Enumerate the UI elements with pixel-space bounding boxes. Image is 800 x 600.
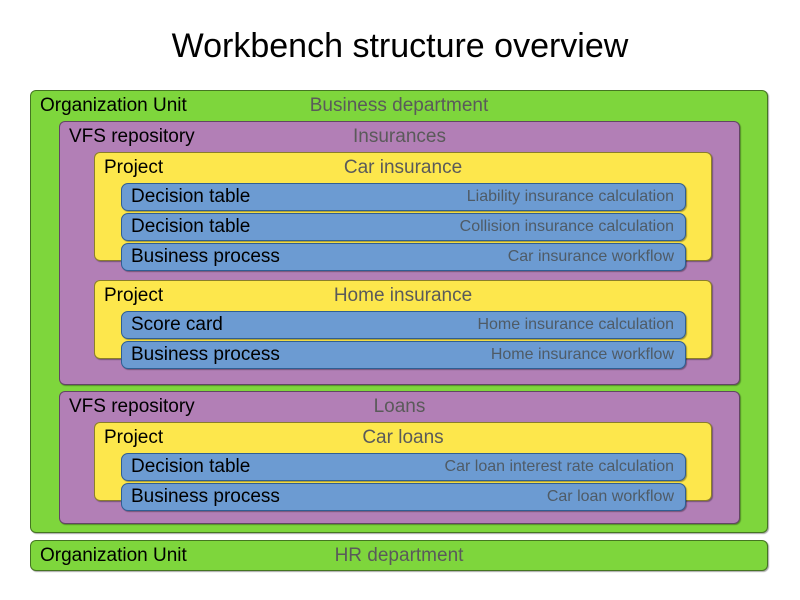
asset-type-label: Decision table xyxy=(131,186,251,207)
asset-type-label: Business process xyxy=(131,486,280,507)
project-name-label: Car loans xyxy=(362,427,444,448)
asset-row[interactable]: Score card Home insurance calculation xyxy=(121,311,686,339)
vfs-type-label: VFS repository xyxy=(69,126,195,147)
project-car-loans-header: Project Car loans xyxy=(95,423,711,453)
asset-type-label: Business process xyxy=(131,344,280,365)
project-car-loans[interactable]: Project Car loans Decision table Car loa… xyxy=(94,422,712,511)
project-type-label: Project xyxy=(104,285,164,306)
project-car-insurance-header: Project Car insurance xyxy=(95,153,711,183)
asset-row[interactable]: Decision table Collision insurance calcu… xyxy=(121,213,686,241)
org-unit-type-label: Organization Unit xyxy=(40,545,187,566)
page-title: Workbench structure overview xyxy=(171,27,629,65)
vfs-type-label: VFS repository xyxy=(69,396,195,417)
asset-type-label: Business process xyxy=(131,246,280,267)
asset-row[interactable]: Decision table Liability insurance calcu… xyxy=(121,183,686,211)
asset-type-label: Decision table xyxy=(131,216,251,237)
vfs-loans-header: VFS repository Loans xyxy=(60,392,739,422)
org-unit-type-label: Organization Unit xyxy=(40,95,187,116)
project-name-label: Home insurance xyxy=(333,285,473,306)
project-home-insurance[interactable]: Project Home insurance Score card Home i… xyxy=(94,280,712,369)
project-type-label: Project xyxy=(104,427,164,448)
asset-type-label: Score card xyxy=(131,314,223,335)
asset-row[interactable]: Business process Home insurance workflow xyxy=(121,341,686,369)
project-name-label: Car insurance xyxy=(343,157,463,178)
project-home-insurance-header: Project Home insurance xyxy=(95,281,711,311)
vfs-repository-insurances[interactable]: VFS repository Insurances Project Car in… xyxy=(59,121,740,385)
asset-row[interactable]: Business process Car insurance workflow xyxy=(121,243,686,271)
org-unit-business-header: Organization Unit Business department xyxy=(31,91,767,121)
asset-row[interactable]: Business process Car loan workflow xyxy=(121,483,686,511)
vfs-insurances-header: VFS repository Insurances xyxy=(60,122,739,152)
asset-type-label: Decision table xyxy=(131,456,251,477)
project-car-insurance[interactable]: Project Car insurance Decision table Lia… xyxy=(94,152,712,271)
org-unit-hr-department[interactable]: Organization Unit HR department xyxy=(30,540,768,571)
org-unit-hr-header: Organization Unit HR department xyxy=(31,541,767,570)
project-type-label: Project xyxy=(104,157,164,178)
asset-row[interactable]: Decision table Car loan interest rate ca… xyxy=(121,453,686,481)
org-unit-business-department[interactable]: Organization Unit Business department VF… xyxy=(30,90,768,533)
vfs-repository-loans[interactable]: VFS repository Loans Project Car loans D… xyxy=(59,391,740,524)
